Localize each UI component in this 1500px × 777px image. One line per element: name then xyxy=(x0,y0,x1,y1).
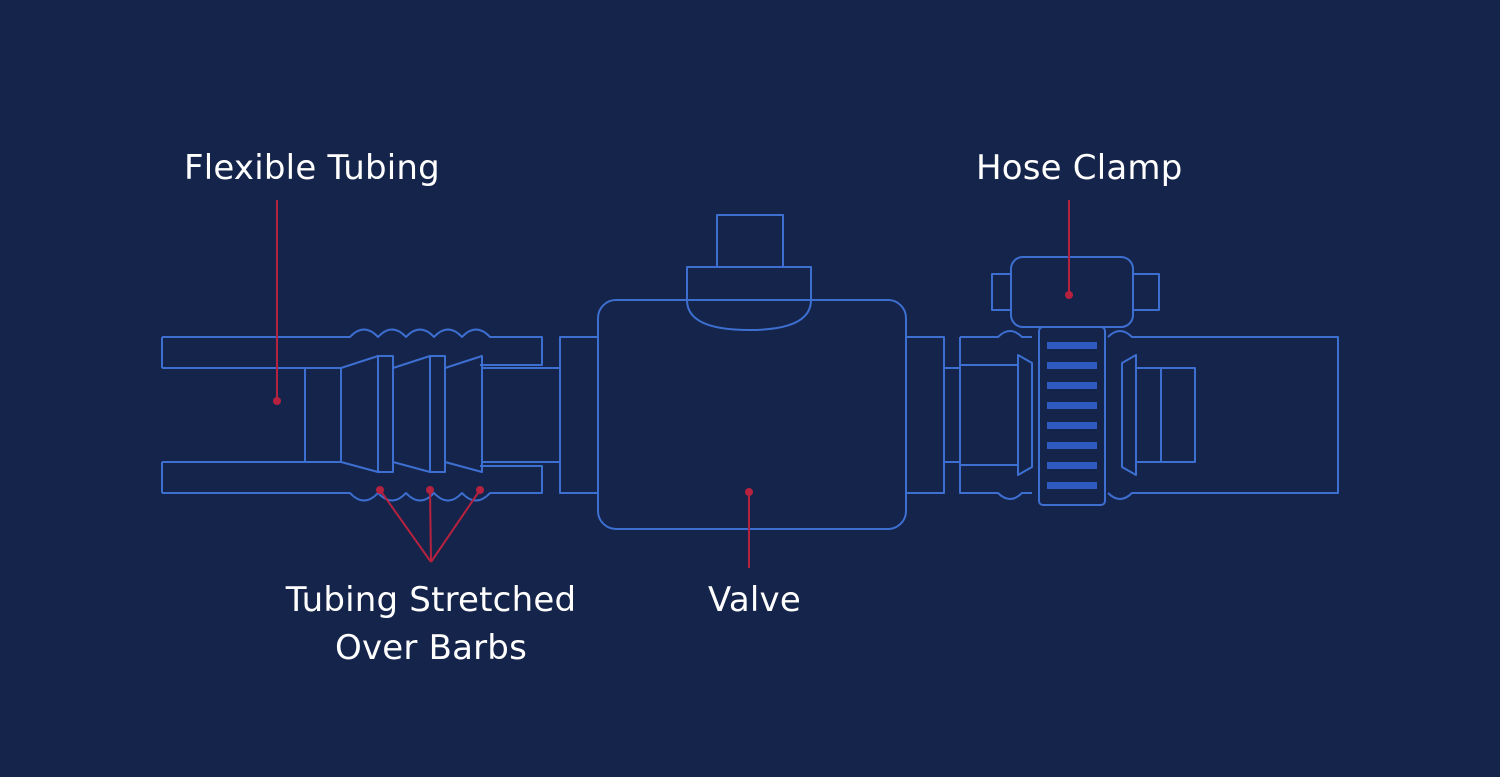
label-hose-clamp: Hose Clamp xyxy=(976,148,1183,188)
leader-barb-2 xyxy=(429,489,432,563)
dot-barb-2 xyxy=(426,486,434,494)
dot-valve xyxy=(745,488,753,496)
label-flexible-tubing: Flexible Tubing xyxy=(184,148,440,188)
label-valve: Valve xyxy=(708,580,801,620)
left-barbed-fitting xyxy=(304,336,599,494)
dot-barb-1 xyxy=(376,486,384,494)
leader-barb-3 xyxy=(430,489,481,563)
left-tubing xyxy=(161,328,543,502)
dot-hose-clamp xyxy=(1065,291,1073,299)
right-fitting xyxy=(943,354,1196,476)
right-tubing xyxy=(959,330,1339,500)
dot-barb-3 xyxy=(476,486,484,494)
label-tubing-stretched-line2: Over Barbs xyxy=(334,628,528,668)
leader-barb-1 xyxy=(379,489,432,563)
leader-dots xyxy=(273,291,1073,496)
hose-clamp xyxy=(991,256,1160,506)
leader-lines xyxy=(276,200,1070,568)
valve-body xyxy=(597,214,945,530)
label-tubing-stretched: Tubing Stretched Over Barbs xyxy=(276,576,586,672)
dot-flexible-tubing xyxy=(273,397,281,405)
label-tubing-stretched-line1: Tubing Stretched xyxy=(285,580,577,620)
clamp-band-slots xyxy=(1047,342,1097,489)
